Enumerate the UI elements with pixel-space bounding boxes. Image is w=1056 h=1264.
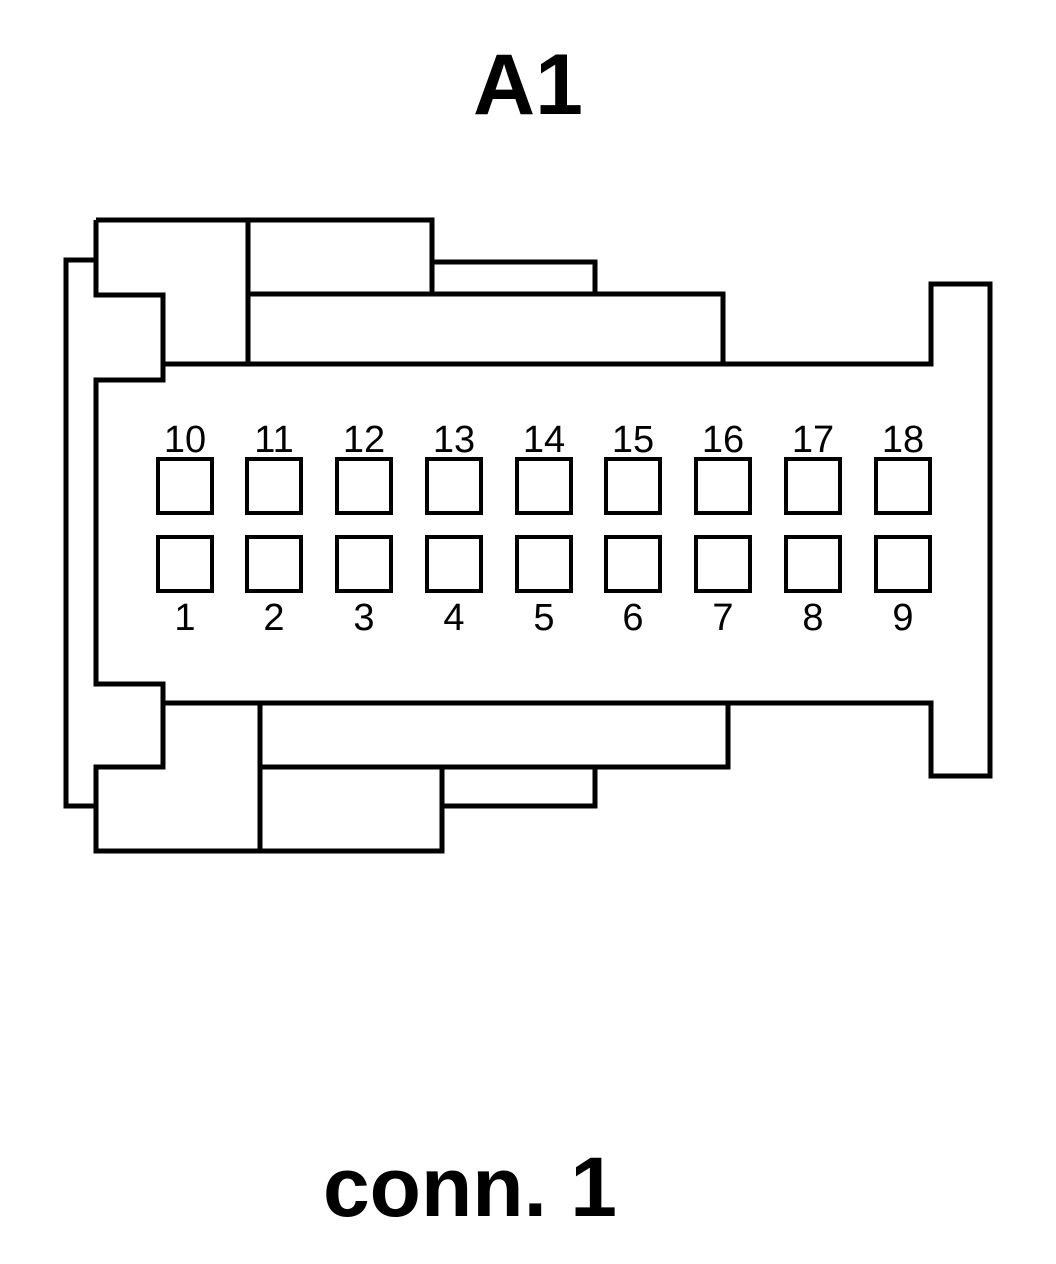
pin-label-18: 18 [882, 419, 924, 461]
pin-row-top: 10 11 12 13 14 15 16 17 18 [156, 419, 932, 515]
pin-5 [515, 535, 573, 593]
pin-label-12: 12 [343, 419, 385, 461]
pin-label-10: 10 [164, 419, 206, 461]
connector-title: A1 [473, 37, 583, 133]
pin-label-5: 5 [533, 597, 554, 639]
housing-body [93, 281, 993, 779]
pin-label-15: 15 [612, 419, 654, 461]
pin-2 [245, 535, 303, 593]
pin-7 [694, 535, 752, 593]
pin-label-17: 17 [792, 419, 834, 461]
pin-11 [245, 457, 303, 515]
pin-label-8: 8 [802, 597, 823, 639]
pin-10 [156, 457, 214, 515]
pin-label-3: 3 [353, 597, 374, 639]
pin-label-13: 13 [433, 419, 475, 461]
bottom-latch-step [442, 703, 731, 809]
pin-12 [335, 457, 393, 515]
pin-13 [425, 457, 483, 515]
pin-15 [604, 457, 662, 515]
pin-14 [515, 457, 573, 515]
top-latch-left [93, 217, 435, 364]
pin-label-1: 1 [174, 597, 195, 639]
pin-label-4: 4 [443, 597, 464, 639]
pin-label-9: 9 [892, 597, 913, 639]
housing-left-spine [63, 257, 96, 809]
pin-row-bottom: 1 2 3 4 5 6 7 8 9 [156, 535, 932, 639]
top-latch-step [432, 259, 726, 364]
pin-1 [156, 535, 214, 593]
pin-label-7: 7 [712, 597, 733, 639]
bottom-latch-left [93, 703, 445, 854]
connector-housing [63, 217, 993, 854]
pin-label-16: 16 [702, 419, 744, 461]
pin-16 [694, 457, 752, 515]
pin-9 [874, 535, 932, 593]
pin-label-6: 6 [622, 597, 643, 639]
pin-label-11: 11 [254, 419, 293, 461]
pin-3 [335, 535, 393, 593]
pin-6 [604, 535, 662, 593]
pin-18 [874, 457, 932, 515]
connector-footer-label: conn. 1 [322, 1140, 618, 1234]
pin-4 [425, 535, 483, 593]
pin-label-2: 2 [263, 597, 284, 639]
pin-17 [784, 457, 842, 515]
pin-8 [784, 535, 842, 593]
pin-label-14: 14 [523, 419, 565, 461]
